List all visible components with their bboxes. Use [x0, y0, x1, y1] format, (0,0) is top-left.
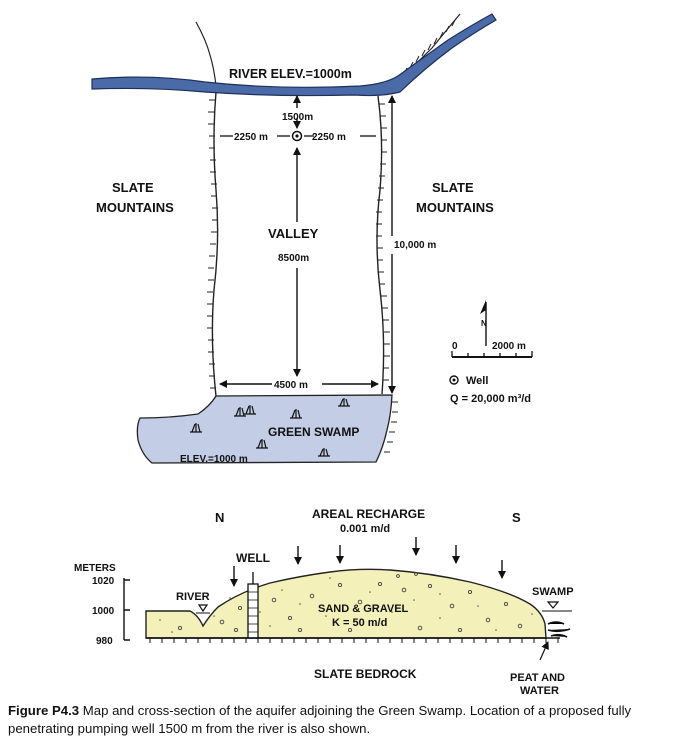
bedrock-ticks: [149, 638, 559, 643]
well-icon: [291, 130, 303, 142]
recharge-rate: 0.001 m/d: [340, 523, 390, 535]
caption-text: Map and cross-section of the aquifer adj…: [8, 703, 632, 736]
river-water-symbol: [196, 604, 210, 614]
cross-section: N S AREAL RECHARGE 0.001 m/d METERS 1020…: [74, 507, 574, 697]
tick-980: 980: [96, 636, 113, 647]
tributary-left: [195, 21, 217, 87]
caption-number: Figure P4.3: [8, 703, 80, 718]
valley-wall-right-ticks: [376, 103, 390, 381]
aquifer-name: SAND & GRAVEL: [318, 603, 409, 615]
swamp-elevation-label: ELEV.=1000 m: [180, 454, 248, 465]
peat-leader: [539, 641, 549, 661]
dim-1500m-label: 1500m: [282, 112, 313, 123]
plan-view-map: RIVER ELEV.=1000m 1500m 2250 m 2250 m SL…: [91, 13, 533, 465]
aquifer-body: [145, 568, 547, 639]
section-south-label: S: [512, 510, 521, 525]
valley-length-label: 8500m: [278, 253, 309, 264]
valley-wall-right: [376, 95, 385, 395]
well-casing: [247, 572, 259, 639]
right-mountains-line2: MOUNTAINS: [416, 200, 494, 215]
north-arrow-letter: N: [481, 319, 487, 328]
dim-10000-label: 10,000 m: [394, 240, 436, 251]
section-north-label: N: [215, 510, 224, 525]
north-arrow-icon: [480, 300, 487, 346]
swamp-edge-ticks: [384, 401, 398, 453]
legend-well-icon: [449, 375, 459, 385]
peat-label-line1: PEAT AND: [510, 672, 565, 684]
aquifer-k: K = 50 m/d: [332, 617, 387, 629]
gravel-dots: [177, 572, 523, 633]
left-mountains-line2: MOUNTAINS: [96, 200, 174, 215]
river: [91, 13, 497, 97]
marsh-grass-icons: [190, 398, 350, 457]
scale-bar: [451, 351, 533, 358]
elevation-axis: [123, 578, 130, 641]
tick-1020: 1020: [92, 576, 115, 587]
green-swamp: [136, 394, 393, 464]
dim-4500-label: 4500 m: [274, 380, 308, 391]
river-elevation-label: RIVER ELEV.=1000m: [229, 67, 352, 81]
valley-wall-left-ticks: [207, 99, 218, 389]
valley-label: VALLEY: [268, 226, 319, 241]
meters-axis-label: METERS: [74, 563, 116, 574]
peat-layer-icon: [547, 621, 571, 638]
tick-1000: 1000: [92, 606, 115, 617]
sand-dots: [159, 577, 533, 633]
bedrock-label: SLATE BEDROCK: [314, 667, 417, 681]
figure-caption: Figure P4.3 Map and cross-section of the…: [8, 702, 668, 738]
right-mountains-line1: SLATE: [432, 180, 474, 195]
dim-2250-left-label: 2250 m: [234, 132, 268, 143]
well-label: WELL: [236, 551, 270, 565]
swamp-label: GREEN SWAMP: [268, 425, 359, 439]
recharge-arrows: [230, 537, 506, 587]
peat-label-line2: WATER: [520, 685, 559, 697]
legend-q-label: Q = 20,000 m³/d: [450, 393, 531, 405]
valley-wall-left: [211, 91, 219, 397]
legend-well-label: Well: [466, 375, 488, 387]
left-mountains-line1: SLATE: [112, 180, 154, 195]
recharge-title: AREAL RECHARGE: [312, 507, 425, 521]
scale-start-label: 0: [452, 341, 458, 352]
dim-2250-right-label: 2250 m: [312, 132, 346, 143]
river-label: RIVER: [176, 591, 210, 603]
swamp-section-label: SWAMP: [532, 586, 574, 598]
swamp-water-symbol: [542, 601, 572, 612]
scale-end-label: 2000 m: [492, 341, 526, 352]
aquifer-figure: RIVER ELEV.=1000m 1500m 2250 m 2250 m SL…: [74, 13, 574, 697]
